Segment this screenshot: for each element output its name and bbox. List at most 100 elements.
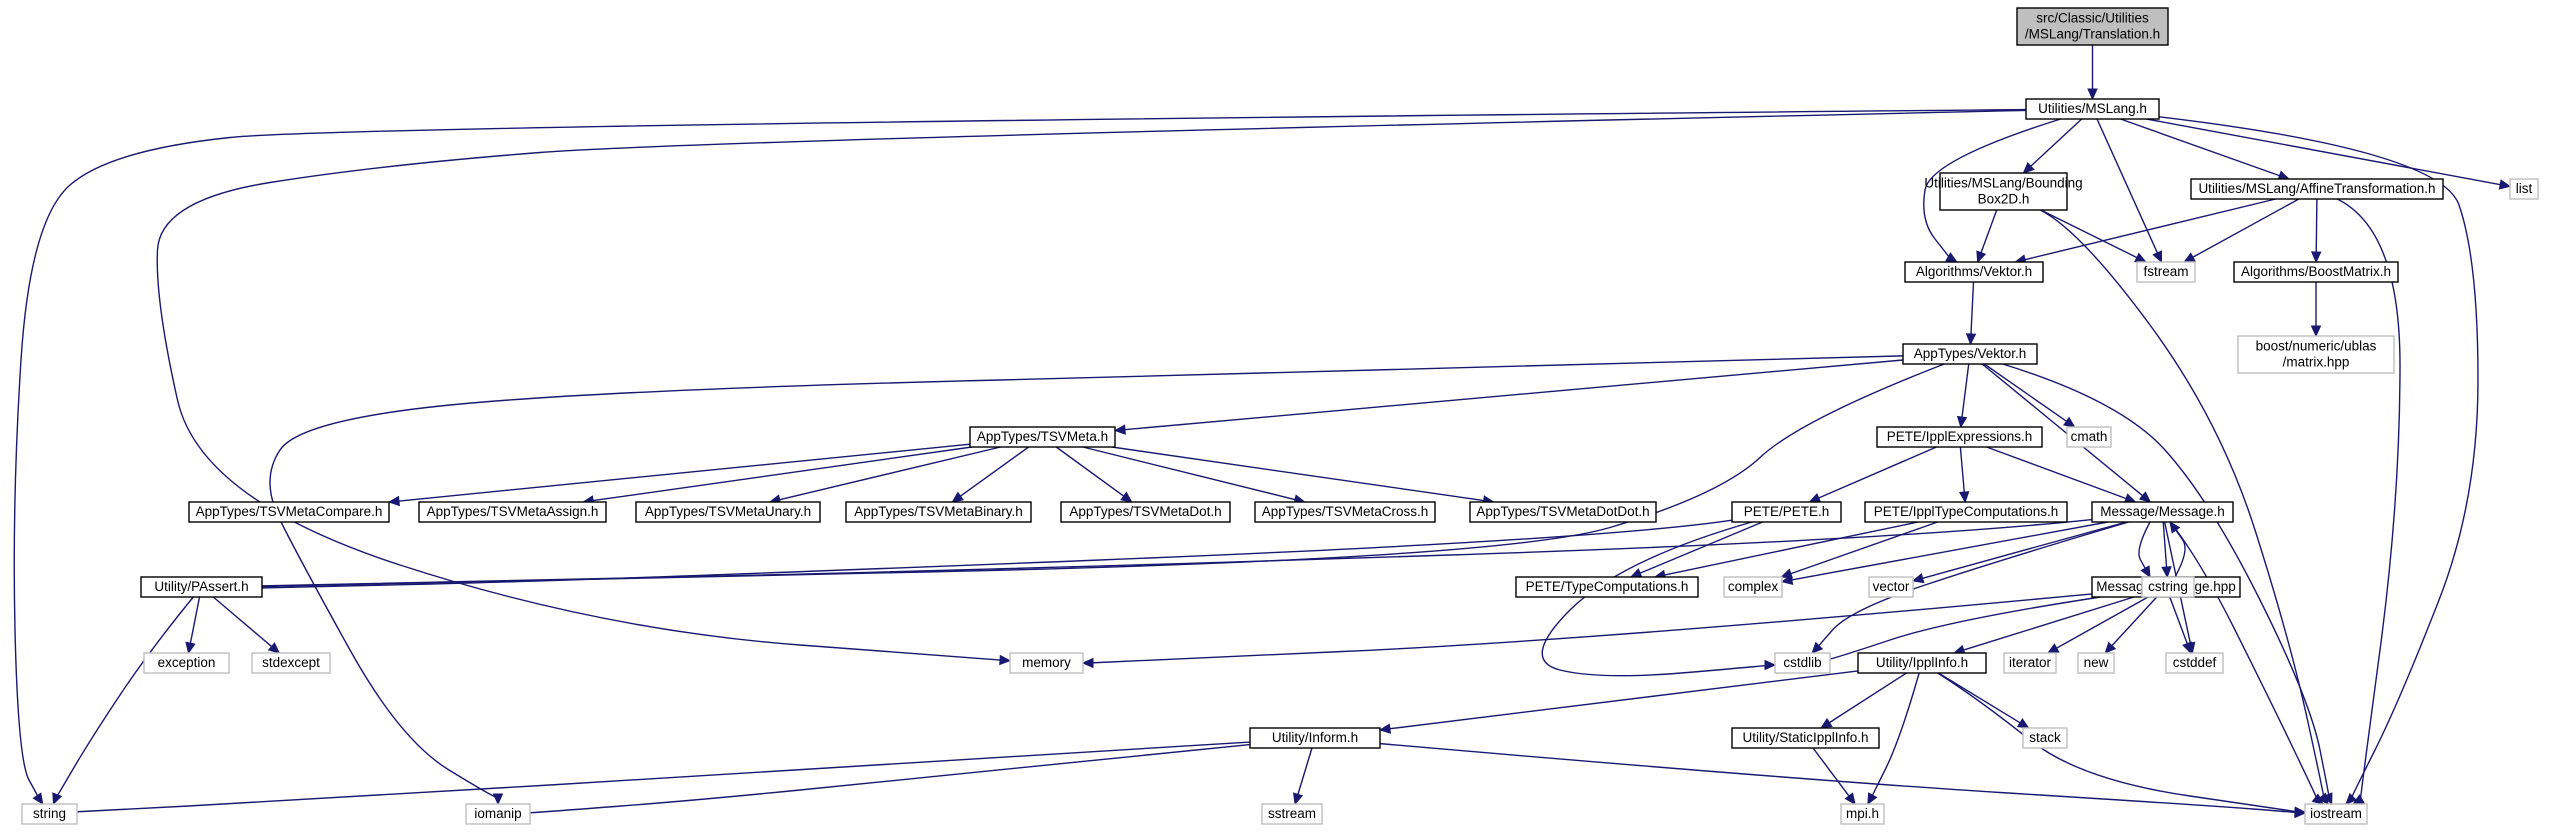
- node-typecomp[interactable]: PETE/TypeComputations.h: [1515, 576, 1699, 598]
- node-box: [1731, 727, 1880, 749]
- edge-appvektor-to-message: [1981, 363, 2152, 503]
- node-label: iostream: [2310, 806, 2362, 821]
- node-algvektor[interactable]: Algorithms/Vektor.h: [1904, 261, 2044, 283]
- node-root[interactable]: src/Classic/Utilities/MSLang/Translation…: [2016, 7, 2169, 46]
- node-mslang[interactable]: Utilities/MSLang.h: [2025, 98, 2160, 120]
- node-mpih: mpi.h: [1840, 803, 1885, 825]
- node-box: [1864, 501, 2068, 523]
- edge-line: [1828, 672, 1907, 724]
- edge-line: [1923, 118, 2061, 259]
- edge-arrowhead: [32, 792, 44, 806]
- node-label: /matrix.hpp: [2283, 355, 2350, 370]
- edge-arrowhead: [2169, 521, 2181, 534]
- edge-inform-to-iostream: [1379, 742, 2307, 819]
- edge-appvektor-to-iomanip: [269, 355, 1904, 806]
- edge-arrowhead: [2016, 718, 2030, 729]
- edge-line: [1123, 359, 1904, 431]
- edge-bbox-to-algvektor: [1976, 209, 1998, 264]
- edge-line: [2110, 596, 2158, 647]
- node-box: [465, 803, 531, 825]
- node-list: list: [2509, 178, 2539, 200]
- edge-line: [2169, 596, 2189, 645]
- node-complex: complex: [1723, 576, 1783, 598]
- edge-arrowhead: [2311, 793, 2325, 805]
- node-label: AppTypes/TSVMetaAssign.h: [427, 504, 599, 519]
- node-string: string: [21, 803, 78, 825]
- node-message[interactable]: Message/Message.h: [2091, 501, 2234, 523]
- node-appvektor[interactable]: AppTypes/Vektor.h: [1902, 343, 2038, 365]
- node-box: [188, 501, 390, 523]
- edge-line: [2055, 596, 2149, 650]
- node-box: [1902, 343, 2038, 365]
- edge-line: [189, 596, 201, 645]
- node-tsvdotdot[interactable]: AppTypes/TSVMetaDotDot.h: [1469, 501, 1657, 523]
- edge-line: [68, 741, 1251, 813]
- edge-line: [253, 519, 1733, 589]
- node-label: fstream: [2143, 264, 2188, 279]
- node-tsvcross[interactable]: AppTypes/TSVMetaCross.h: [1254, 501, 1436, 523]
- edge-line: [1379, 742, 2302, 814]
- node-box: [1261, 803, 1323, 825]
- node-ipplexpr[interactable]: PETE/IpplExpressions.h: [1876, 426, 2043, 448]
- node-label: Algorithms/BoostMatrix.h: [2241, 264, 2391, 279]
- node-label: AppTypes/TSVMetaUnary.h: [645, 504, 811, 519]
- edge-arrowhead: [1976, 250, 1987, 264]
- edge-passert-to-stdexcept: [212, 596, 281, 654]
- node-ipplinfo[interactable]: Utility/IpplInfo.h: [1857, 652, 1987, 674]
- node-label: sstream: [1268, 806, 1316, 821]
- edge-line: [1937, 672, 2299, 813]
- node-staticippl[interactable]: Utility/StaticIpplInfo.h: [1731, 727, 1880, 749]
- node-box: [2022, 727, 2068, 749]
- node-tsvdot[interactable]: AppTypes/TSVMetaDot.h: [1060, 501, 1231, 523]
- node-label: PETE/TypeComputations.h: [1526, 579, 1689, 594]
- node-messagehpp[interactable]: Message/Message.hpp: [2091, 576, 2241, 598]
- node-box: [1515, 576, 1699, 598]
- node-tsvbinary[interactable]: AppTypes/TSVMetaBinary.h: [845, 501, 1032, 523]
- edge-arrowhead: [1958, 491, 1970, 504]
- node-label: string: [33, 806, 66, 821]
- node-label: stack: [2029, 730, 2061, 745]
- node-label: Utility/IpplInfo.h: [1876, 655, 1968, 670]
- node-box: [140, 576, 263, 598]
- edge-line: [1082, 446, 1297, 501]
- node-inform[interactable]: Utility/Inform.h: [1249, 727, 1381, 749]
- node-label: memory: [1022, 655, 1071, 670]
- node-fstream: fstream: [2136, 261, 2196, 283]
- node-box: [1254, 501, 1436, 523]
- edge-line: [2158, 116, 2479, 800]
- edge-passert-to-exception: [185, 596, 201, 655]
- edge-ipplexpr-to-message: [1986, 446, 2137, 504]
- node-box: [2136, 261, 2196, 283]
- node-box: [1469, 501, 1657, 523]
- edge-line: [397, 443, 971, 502]
- node-tsvcompare[interactable]: AppTypes/TSVMetaCompare.h: [188, 501, 390, 523]
- nodes-layer: src/Classic/Utilities/MSLang/Translation…: [21, 7, 2539, 825]
- edge-arrowhead: [2046, 643, 2060, 654]
- node-pete[interactable]: PETE/PETE.h: [1731, 501, 1842, 523]
- edge-passert-to-string: [52, 596, 194, 806]
- edge-arrowhead: [2140, 565, 2151, 579]
- edge-line: [253, 363, 1945, 588]
- node-cstdlib: cstdlib: [1774, 652, 1831, 674]
- node-tsvunary[interactable]: AppTypes/TSVMetaUnary.h: [635, 501, 821, 523]
- node-affine[interactable]: Utilities/MSLang/AffineTransformation.h: [2190, 178, 2444, 200]
- edge-arrowhead: [2322, 792, 2333, 806]
- edge-arrowhead: [2063, 416, 2076, 428]
- node-boostmatrix[interactable]: Algorithms/BoostMatrix.h: [2233, 261, 2399, 283]
- node-passert[interactable]: Utility/PAssert.h: [140, 576, 263, 598]
- node-tsvassign[interactable]: AppTypes/TSVMetaAssign.h: [418, 501, 607, 523]
- node-label: cstddef: [2173, 655, 2217, 670]
- edge-line: [269, 355, 1904, 799]
- node-box: [2304, 803, 2368, 825]
- edge-tsvmeta-to-tsvbinary: [951, 446, 1030, 503]
- edge-line: [1296, 747, 1313, 796]
- node-label: AppTypes/TSVMetaBinary.h: [854, 504, 1023, 519]
- edge-line: [212, 596, 273, 648]
- node-label: vector: [1873, 579, 1910, 594]
- edge-message-to-vector: [1911, 521, 2127, 584]
- node-ippltypecomp[interactable]: PETE/IpplTypeComputations.h: [1864, 501, 2068, 523]
- edge-arrowhead: [1820, 717, 1833, 729]
- node-tsvmeta[interactable]: AppTypes/TSVMeta.h: [969, 426, 1116, 448]
